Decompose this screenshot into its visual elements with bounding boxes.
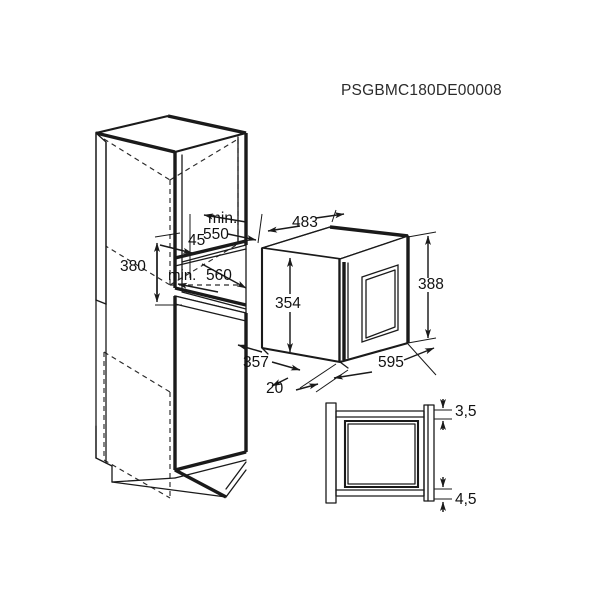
appliance-view: 483 388 354 <box>237 209 444 397</box>
dim-top-trim: 3,5 <box>439 399 477 430</box>
dim-label-body-depth: 357 <box>243 354 269 371</box>
dim-body-depth: 357 <box>237 344 301 371</box>
appliance-left-face <box>261 247 341 363</box>
dim-front-height: 388 <box>407 231 444 344</box>
product-code-title: PSGBMC180DE00008 <box>341 82 502 99</box>
cabinet-dimensions: min. 550 45 380 <box>120 210 257 306</box>
appliance-dimensions: 483 388 354 <box>237 209 444 397</box>
dim-label-niche-width-value: 560 <box>206 267 232 284</box>
trim-detail-view: 3,5 4,5 <box>325 399 477 512</box>
dim-label-top-width: 483 <box>292 214 318 231</box>
dim-niche-height: 380 <box>120 232 182 306</box>
cabinet-view: min. 550 45 380 <box>95 114 257 499</box>
dim-niche-depth: min. 550 <box>189 210 257 278</box>
trim-dimensions: 3,5 4,5 <box>439 399 477 512</box>
dim-label-niche-height: 380 <box>120 258 146 275</box>
dim-label-bottom-trim: 4,5 <box>455 491 477 508</box>
dim-label-front-width: 595 <box>378 354 404 371</box>
dim-body-height: 354 <box>275 257 301 353</box>
dim-trim-offset: 20 <box>266 363 349 397</box>
dim-top-width: 483 <box>257 209 345 244</box>
dim-label-body-height: 354 <box>275 295 301 312</box>
cabinet-lower-body <box>95 295 248 499</box>
dim-label-niche-gap: 45 <box>188 232 205 249</box>
dim-bottom-trim: 4,5 <box>439 477 477 512</box>
appliance-door-window <box>361 264 399 343</box>
dim-label-trim-offset: 20 <box>266 380 284 397</box>
dim-label-niche-depth-prefix: min. <box>208 210 237 227</box>
dim-label-niche-depth-value: 550 <box>203 226 229 243</box>
trim-inner-frame <box>343 419 420 489</box>
dim-label-top-trim: 3,5 <box>455 403 477 420</box>
dim-front-width: 595 <box>333 343 437 380</box>
dim-label-front-height: 388 <box>418 276 444 293</box>
dim-label-niche-width-prefix: min. <box>168 267 196 284</box>
trim-right-strip <box>423 404 435 502</box>
cabinet-top-box <box>95 114 248 305</box>
cabinet-niche <box>173 152 247 314</box>
dim-niche-gap: 45 <box>159 232 205 254</box>
dim-niche-width: min. 560 <box>168 263 247 293</box>
trim-left-tab <box>325 402 337 504</box>
